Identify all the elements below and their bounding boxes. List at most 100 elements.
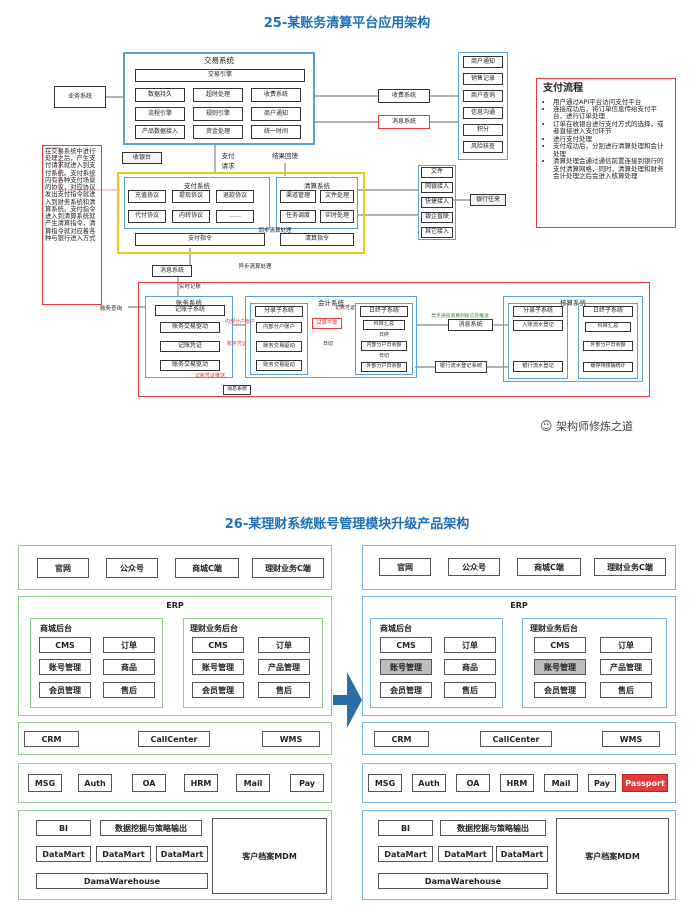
sub-ledger-frame [250,303,308,375]
right-mall-item: CMS [380,637,432,653]
clearing-item-box: 渠道管理 [280,190,316,203]
trade-item-box: 流程引擎 [135,107,185,121]
left-mall-item: 会员管理 [39,682,91,698]
trade-item-box: 超时处理 [193,88,243,102]
right-fin-item-account: 账号管理 [534,659,586,675]
bank-interface-item: 快捷接入 [421,197,453,208]
trade-item-box: 数据持久 [135,88,185,102]
right-service-item: OA [456,774,490,792]
checking-system-frame [503,296,643,382]
trade-item-box: 统一时间 [251,125,301,139]
trade-item-box: 规则引擎 [193,107,243,121]
daily-item-label: 日终 [378,332,389,338]
bank-interface-item: 网银接入 [421,182,453,193]
checking-daily-item: 缓存待核销统计 [583,362,633,372]
message-system-mid-box: 消息系统 [152,265,192,277]
daily-item: 内部分户日余额 [361,341,407,351]
pay-clearing-frame [117,172,365,254]
right-mall-item: 售后 [444,682,496,698]
clearing-system-frame [276,177,358,229]
daily-sub-frame [355,303,413,375]
bank-exchange-box: 银行往来 [470,194,506,206]
pay-flow-panel: 支付流程 用户通过API平台访问支付平台 连接成功后，将订单信息传给支付平台，进… [536,78,676,228]
left-service-item: MSG [28,774,62,792]
trade-item-box: 商户通知 [251,107,301,121]
left-note: 在交易系统中进行处理之后，产生支付请求就进入到支付系统。支付系统内有各种支付场景… [42,145,102,305]
pay-item-box: …… [216,210,254,223]
right-datamart-box: DataMart [378,846,433,862]
right-data-mining-box: 数据挖掘与策略输出 [440,820,546,836]
left-channel-box: 官网 [37,558,89,578]
pay-request-label: 支付 请求 [221,152,235,170]
push-clearing-label: 异步通知清算到账信息推送 [431,314,489,319]
right-mid-item: CRM [374,731,429,747]
left-dw-box: DamaWarehouse [36,873,208,889]
right-fin-item: 订单 [600,637,652,653]
right-channel-box: 商城C端 [517,558,581,576]
right-list-item: 商户通知 [463,56,503,68]
clearing-item-box: 任务调度 [280,210,316,223]
left-erp-label: ERP [166,601,184,610]
clearing-item-box: 文件处理 [320,190,354,203]
left-mall-item: 售后 [103,682,155,698]
checking-sub-item: 银行流水登记 [513,361,563,372]
accounting-system-title: 会计系统 [318,299,344,307]
right-dw-box: DamaWarehouse [378,873,548,889]
right-datamart-box: DataMart [438,846,493,862]
right-mall-item-account: 账号管理 [380,659,432,675]
right-mdm-box: 客户档案MDM [556,818,669,894]
pay-flow-step: 连接成功后，将订单信息传给支付平台，进行订单处理 [553,105,669,121]
left-service-item: HRM [184,774,218,792]
internal-account-tag: 内部分户账户 [224,319,255,325]
accounting-system-frame [245,296,417,378]
pay-item-box: 退款协议 [216,190,254,203]
checking-sub-title: 分录子系统 [513,306,563,317]
bank-interface-item: 文件 [421,167,453,178]
right-service-item: HRM [500,774,534,792]
account-query-label: 账务查询 [99,306,122,312]
left-fin-item: 产品管理 [258,659,310,675]
daily-tag-label: 日切 [322,341,333,347]
message-box-low: 消息系统 [223,385,251,395]
left-data-mining-box: 数据挖掘与策略输出 [100,820,202,836]
checking-sub-frame [508,303,568,379]
daily-item: 科目汇总 [363,320,405,330]
left-datamart-box: DataMart [36,846,91,862]
pay-flow-title: 支付流程 [543,83,583,94]
sync-pay-clear-label: 同步清算处理 [258,228,292,234]
sub-ledger-item: 内部分户账户 [256,322,302,333]
left-service-frame [18,763,332,803]
pay-item-box: 充值协议 [128,190,166,203]
account-item-box: 记账凭证 [160,341,220,352]
right-mall-title: 商城后台 [380,624,412,633]
account-item-box: 账务交易驱动 [160,360,220,371]
trade-system-title: 交易系统 [204,56,234,65]
right-fin-item: CMS [534,637,586,653]
left-mall-item: 商品 [103,659,155,675]
business-system-box: 业务系统 [54,86,106,108]
left-mall-item: CMS [39,637,91,653]
left-mall-item: 账号管理 [39,659,91,675]
checking-daily-item: 科目汇总 [585,322,631,332]
diagram2-title: 26-某理财系统账号管理模块升级产品架构 [224,517,470,532]
clearing-system-title: 清算系统 [304,182,330,190]
pay-instruction-box: 支付指令 [135,233,265,246]
left-fin-item: 会员管理 [192,682,244,698]
right-fin-item: 会员管理 [534,682,586,698]
trade-item-box: 资金处理 [193,125,243,139]
pay-flow-step: 订单在收银台进行支付方式的选择，或者直接进入支付环节 [553,120,669,136]
right-service-item: Pay [588,774,616,792]
daily-item: 外部分户日余额 [361,362,407,372]
right-service-item: MSG [368,774,402,792]
left-fin-item: 订单 [258,637,310,653]
right-datamart-box: DataMart [496,846,548,862]
sub-ledger-title: 分录子系统 [255,306,303,317]
right-list-item: 风险核查 [463,141,503,153]
trade-item-box: 产品数据接入 [135,125,185,139]
pay-flow-step: 清算处理会通过通信前置连接到银行的支付清算网格，同时，清算处理和财务会计处理之后… [553,157,669,180]
async-clear-label: 异步清算处理 [238,264,272,270]
daily-sub-title: 日终子系统 [360,306,408,317]
settle-reply-label: 结果回馈 [272,152,298,160]
left-service-item: OA [132,774,166,792]
bank-interfaces-frame [418,165,456,240]
